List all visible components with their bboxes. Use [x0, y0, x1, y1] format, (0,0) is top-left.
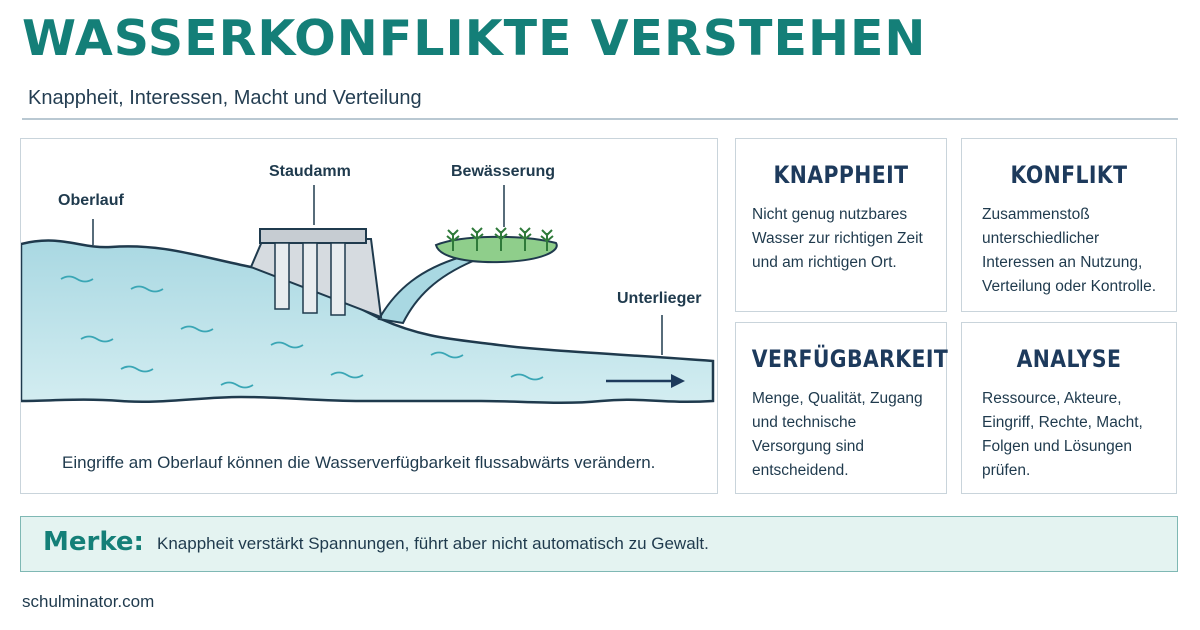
- river-diagram-panel: Oberlauf Staudamm Bewässerung Unterliege…: [20, 138, 718, 494]
- flow-arrow: [606, 374, 685, 388]
- card-title: KONFLIKT: [1010, 161, 1128, 189]
- crop-plants: [446, 227, 554, 251]
- merke-box: Merke: Knappheit verstärkt Spannungen, f…: [20, 516, 1178, 572]
- label-bewaesserung: Bewässerung: [451, 163, 556, 180]
- dam: [249, 228, 383, 319]
- card-analyse: ANALYSE Ressource, Akteure, Eingriff, Re…: [961, 322, 1177, 494]
- card-text: Ressource, Akteure, Eingriff, Rechte, Ma…: [982, 390, 1143, 479]
- footer-site[interactable]: schulminator.com: [22, 592, 155, 611]
- card-text: Zusammenstoß unterschiedlicher Interesse…: [982, 206, 1157, 295]
- merke-label: Merke:: [43, 527, 144, 557]
- irrigation-channel: [377, 255, 476, 325]
- header-divider: [22, 118, 1178, 120]
- card-title: ANALYSE: [1016, 345, 1122, 373]
- card-title: KNAPPHEIT: [773, 161, 909, 189]
- page-subtitle: Knappheit, Interessen, Macht und Verteil…: [28, 87, 422, 109]
- water-ripples: [60, 275, 544, 389]
- leader-lines: [92, 185, 663, 355]
- card-verfuegbarkeit: VERFÜGBARKEIT Menge, Qualität, Zugang un…: [735, 322, 949, 494]
- card-text: Nicht genug nutzbares Wasser zur richtig…: [752, 206, 923, 271]
- card-konflikt: KONFLIKT Zusammenstoß unterschiedlicher …: [961, 138, 1177, 312]
- label-unterlieger: Unterlieger: [617, 290, 702, 307]
- irrigation-field: [434, 235, 558, 264]
- river-illustration: [21, 185, 715, 405]
- card-knappheit: KNAPPHEIT Nicht genug nutzbares Wasser z…: [735, 138, 947, 312]
- card-text: Menge, Qualität, Zugang und technische V…: [752, 390, 923, 479]
- diagram-caption: Eingriffe am Oberlauf können die Wasserv…: [62, 453, 656, 472]
- card-title: VERFÜGBARKEIT: [751, 345, 949, 373]
- label-staudamm: Staudamm: [269, 163, 351, 180]
- label-oberlauf: Oberlauf: [58, 192, 124, 209]
- page-title: WASSERKONFLIKTE VERSTEHEN: [22, 10, 927, 67]
- merke-text: Knappheit verstärkt Spannungen, führt ab…: [157, 534, 709, 553]
